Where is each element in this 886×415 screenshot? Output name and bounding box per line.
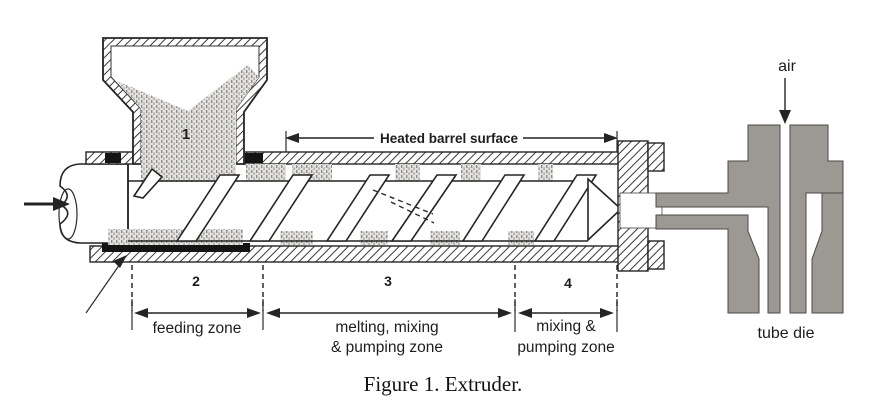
zone-3-label-line2: & pumping zone [331,339,443,356]
screw [128,167,623,242]
zone-3-number: 3 [384,273,392,289]
zone-4-label-line1: mixing & [536,318,596,335]
screw-flight [390,174,458,242]
barrel-top-wall [243,151,621,165]
seal-block-right [245,153,263,163]
barrel [85,151,621,263]
hopper [102,37,268,182]
seal-block-left [105,153,121,163]
hopper-material [117,65,259,182]
screw-flight [325,174,391,242]
air-label: air [778,58,796,75]
figure-caption: Figure 1. Extruder. [364,372,523,396]
zone-2-number: 2 [192,273,200,289]
zone-markers [131,265,618,332]
drive-input-arrow [24,197,70,211]
heated-barrel-label: Heated barrel surface [380,131,519,146]
screw-flight [461,174,526,242]
zone-4-number: 4 [564,275,572,291]
screw-flight [132,167,164,199]
screw-flight [533,174,598,242]
zone-4-label-line2: pumping zone [517,339,614,356]
end-flange [617,140,665,272]
heated-barrel-dimension: Heated barrel surface [285,131,618,152]
zone-3-label-line1: melting, mixing [335,319,438,336]
tube-die [655,124,844,314]
screw-flight [175,174,241,242]
melt-port [619,192,663,229]
screw-flight [248,174,314,242]
heater-pointer-arrow [85,255,127,314]
heater-band [102,243,250,252]
screw-tip [587,177,623,242]
die-left-body [655,124,781,314]
die-left-outer [655,214,760,314]
air-arrow [779,78,791,124]
screw-flight-hidden [372,189,435,224]
zone-2-label: feeding zone [153,320,242,337]
die-right-outer [811,192,844,314]
hopper-number: 1 [182,126,190,143]
tube-die-label: tube die [758,325,815,342]
